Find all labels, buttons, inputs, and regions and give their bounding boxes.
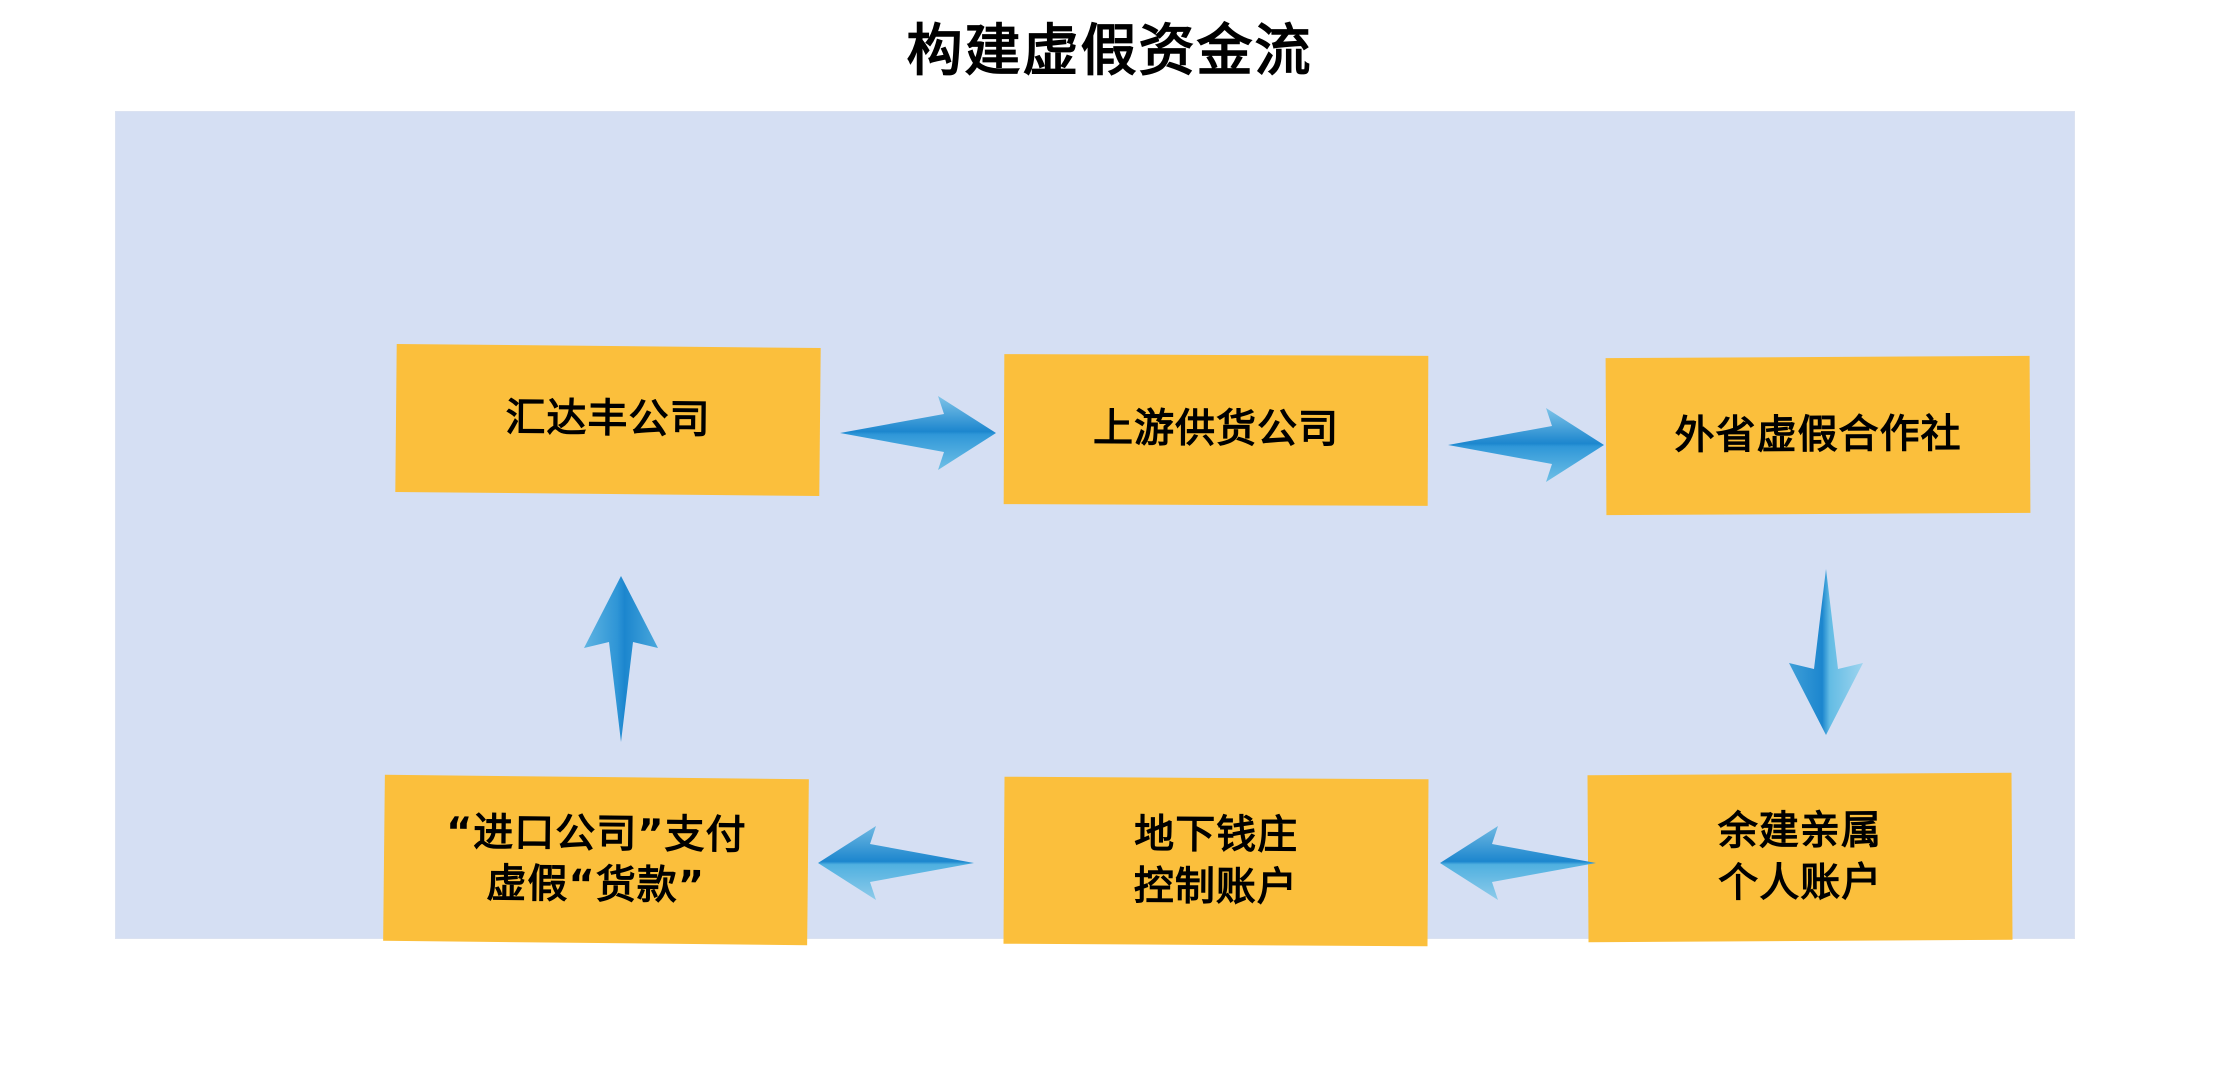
arrow-right-icon-supplier-to-cooperative <box>1446 396 1606 494</box>
node-out-of-province-fake-cooperative[interactable]: 外省虚假合作社 <box>1605 355 2031 516</box>
node-upstream-supplier[interactable]: 上游供货公司 <box>1003 354 1429 506</box>
arrow-up-icon-import-company-to-huidafeng <box>566 574 676 744</box>
node-yu-jian-relatives-account[interactable]: 余建亲属 个人账户 <box>1587 772 2013 943</box>
page-title: 构建虚假资金流 <box>906 19 1313 84</box>
node-underground-bank-account[interactable]: 地下钱庄 控制账户 <box>1003 776 1429 947</box>
node-huidafeng[interactable]: 汇达丰公司 <box>395 343 821 497</box>
diagram-panel: 汇达丰公司 上游供货公司 外省虚假合作社 “进口公司”支付 虚假“货款” 地下钱… <box>116 112 2074 947</box>
node-import-company-fake-payment[interactable]: “进口公司”支付 虚假“货款” <box>383 774 809 946</box>
arrow-right-icon-huidafeng-to-supplier <box>838 384 998 482</box>
arrow-left-icon-relatives-to-underground <box>1438 814 1598 912</box>
arrow-left-icon-underground-to-import-company <box>816 814 976 912</box>
arrow-down-icon-cooperative-to-relatives <box>1771 567 1881 737</box>
